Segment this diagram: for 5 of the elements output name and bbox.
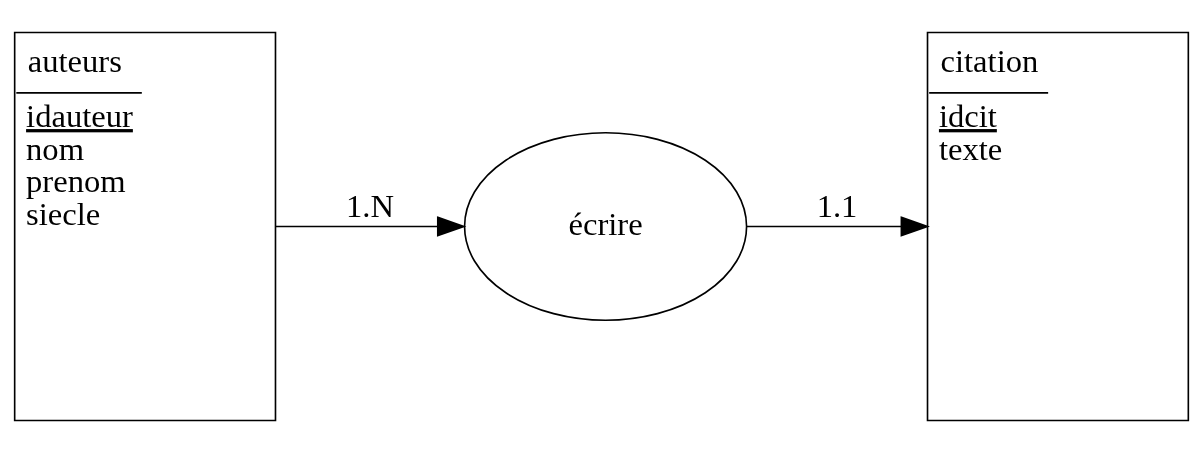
node-ellipse: écrire <box>463 131 748 322</box>
arrow <box>746 216 930 237</box>
edge-label: 1.N <box>346 187 395 224</box>
arrow <box>275 216 467 237</box>
edge-label: 1.1 <box>816 187 858 224</box>
